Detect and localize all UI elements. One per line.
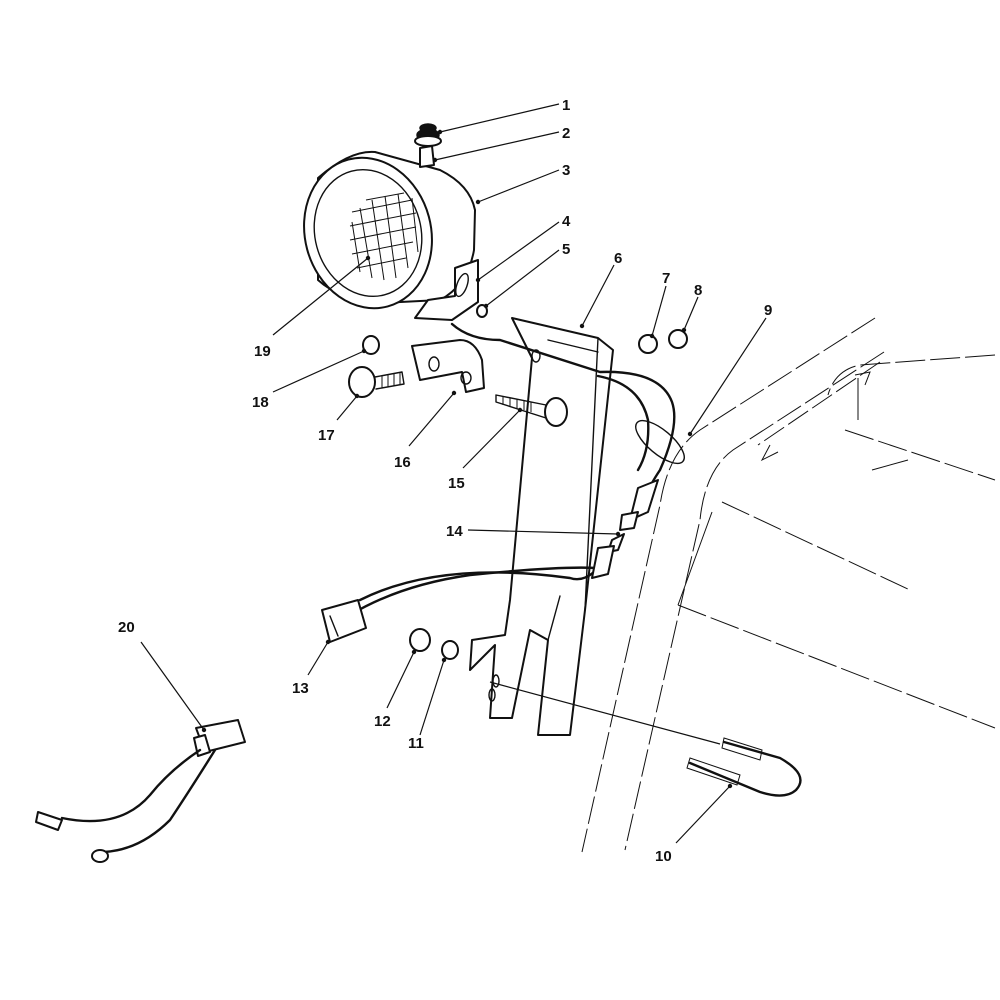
u-bolt xyxy=(686,737,802,797)
lens-grid xyxy=(349,192,419,281)
washer-7 xyxy=(638,334,658,354)
nut-8 xyxy=(668,329,688,349)
nut-12 xyxy=(409,628,431,652)
mounting-bar xyxy=(469,317,614,736)
callout-2: 2 xyxy=(562,125,570,142)
lamp-bracket xyxy=(414,259,479,321)
callout-17: 17 xyxy=(318,427,335,444)
callout-3: 3 xyxy=(562,162,570,179)
callout-9: 9 xyxy=(764,302,772,319)
callout-labels: 1 2 3 4 5 6 7 8 9 10 11 12 13 14 15 16 1… xyxy=(118,97,772,865)
l-bracket xyxy=(411,339,485,393)
carriage-bolt xyxy=(348,366,405,398)
cable-tie xyxy=(635,419,685,465)
vehicle-frame xyxy=(581,317,996,853)
callout-15: 15 xyxy=(448,475,465,492)
callout-5: 5 xyxy=(562,241,570,258)
callout-6: 6 xyxy=(614,250,622,267)
callout-16: 16 xyxy=(394,454,411,471)
nut-18 xyxy=(362,335,380,355)
relay-harness xyxy=(35,719,246,863)
callout-8: 8 xyxy=(694,282,702,299)
callout-18: 18 xyxy=(252,394,269,411)
leader-lines xyxy=(140,103,767,844)
work-lamp xyxy=(303,145,476,310)
callout-14: 14 xyxy=(446,523,463,540)
connector-13 xyxy=(321,599,367,643)
callout-7: 7 xyxy=(662,270,670,287)
callout-10: 10 xyxy=(655,848,672,865)
washer-11 xyxy=(441,640,459,660)
callout-11: 11 xyxy=(408,735,424,752)
callout-1: 1 xyxy=(562,97,570,114)
bolt-15 xyxy=(495,394,568,427)
callout-20: 20 xyxy=(118,619,135,636)
washer-5 xyxy=(476,304,488,318)
callout-13: 13 xyxy=(292,680,309,697)
callout-19: 19 xyxy=(254,343,271,360)
callout-12: 12 xyxy=(374,713,391,730)
lamp-knob xyxy=(414,123,442,147)
callout-4: 4 xyxy=(562,213,571,230)
fuse-holder xyxy=(591,479,659,579)
